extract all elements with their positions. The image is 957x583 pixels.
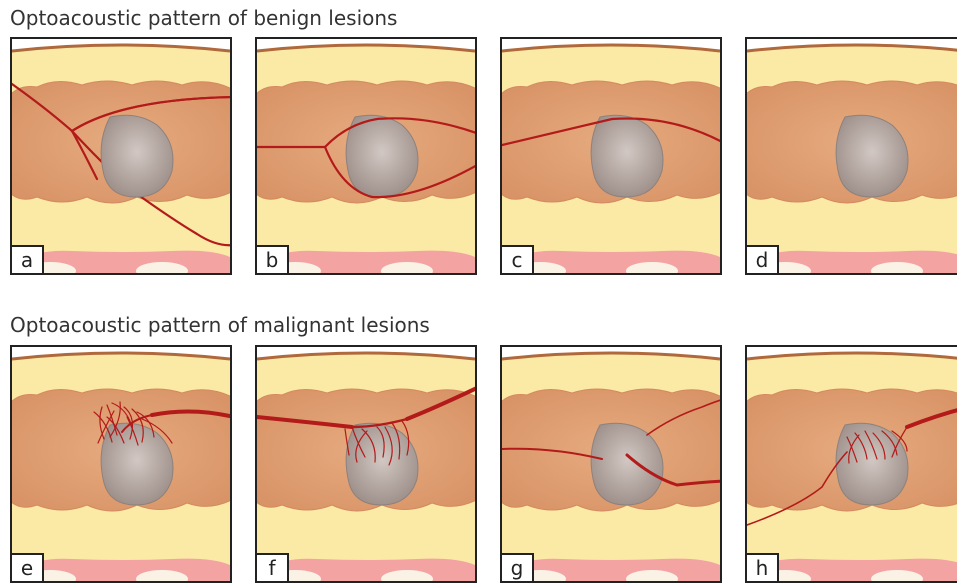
panel-label: b [257, 245, 289, 273]
panel-e-illustration [12, 347, 230, 581]
panel-g-illustration [502, 347, 720, 581]
panel-label: e [12, 553, 44, 581]
panel-label: f [257, 553, 289, 581]
malignant-row-title: Optoacoustic pattern of malignant lesion… [10, 313, 430, 337]
panel-f-illustration [257, 347, 475, 581]
panel-h: h [745, 345, 957, 583]
panel-d: d [745, 37, 957, 275]
panel-label: g [502, 553, 534, 581]
panel-label: a [12, 245, 44, 273]
panel-c: c [500, 37, 722, 275]
panel-c-illustration [502, 39, 720, 273]
panel-b-illustration [257, 39, 475, 273]
panel-b: b [255, 37, 477, 275]
panel-g: g [500, 345, 722, 583]
panel-f: f [255, 345, 477, 583]
panel-label: d [747, 245, 779, 273]
panel-e: e [10, 345, 232, 583]
panel-a: a [10, 37, 232, 275]
panel-label: h [747, 553, 779, 581]
panel-d-illustration [747, 39, 957, 273]
panel-label: c [502, 245, 534, 273]
benign-row-title: Optoacoustic pattern of benign lesions [10, 6, 397, 30]
panel-a-illustration [12, 39, 230, 273]
panel-h-illustration [747, 347, 957, 581]
